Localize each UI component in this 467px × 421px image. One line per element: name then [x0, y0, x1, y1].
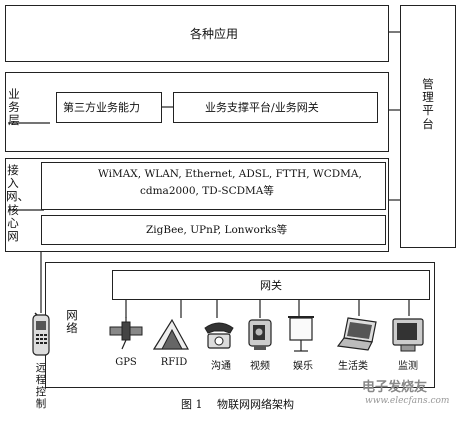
device-label-rfid: RFID: [160, 357, 188, 368]
management-platform-box: [400, 5, 456, 248]
watermark-text: 电子发烧友: [362, 380, 428, 395]
business-layer-label: 业务层: [8, 87, 20, 128]
third-party-capability-box: [56, 92, 162, 123]
monitor-icon: [390, 316, 426, 354]
local-protocols-box: [41, 215, 386, 245]
access-protocols-line2: cdma2000, TD-SCDMA等: [140, 185, 274, 197]
remote-control-label: 远程控制: [35, 362, 47, 411]
device-label-monitoring: 监测: [398, 361, 418, 372]
device-label-video: 视频: [250, 361, 270, 372]
management-platform-label: 管理平台: [422, 77, 434, 131]
support-platform-label: 业务支撑平台/业务网关: [205, 101, 319, 114]
rfid-reader-icon: [152, 316, 190, 350]
third-party-capability-label: 第三方业务能力: [63, 101, 140, 114]
laptop-icon: [336, 316, 380, 352]
device-label-communication: 沟通: [211, 361, 231, 372]
watermark-url: www.elecfans.com: [365, 396, 450, 406]
device-label-entertainment: 娱乐: [293, 361, 313, 372]
gateway-box: [112, 270, 430, 300]
access-protocols-line1: WiMAX, WLAN, Ethernet, ADSL, FTTH, WCDMA…: [98, 168, 362, 180]
camera-icon: [246, 316, 274, 352]
support-platform-box: [173, 92, 378, 123]
applications-box: [5, 5, 389, 62]
local-protocols-label: ZigBee, UPnP, Lonworks等: [146, 224, 288, 236]
satellite-icon: [108, 316, 144, 350]
device-label-daily-life: 生活类: [338, 361, 368, 372]
device-label-gps: GPS: [115, 357, 137, 368]
figure-number: 图 1: [181, 398, 203, 411]
applications-title: 各种应用: [190, 27, 239, 41]
figure-title: 物联网网络架构: [217, 398, 294, 411]
network-label: 网络: [66, 308, 78, 336]
mobile-phone-icon: [27, 312, 57, 359]
telephone-icon: [202, 318, 236, 350]
gateway-label: 网关: [260, 279, 282, 292]
projector-screen-icon: [286, 313, 316, 353]
access-protocols-box: [41, 162, 386, 210]
